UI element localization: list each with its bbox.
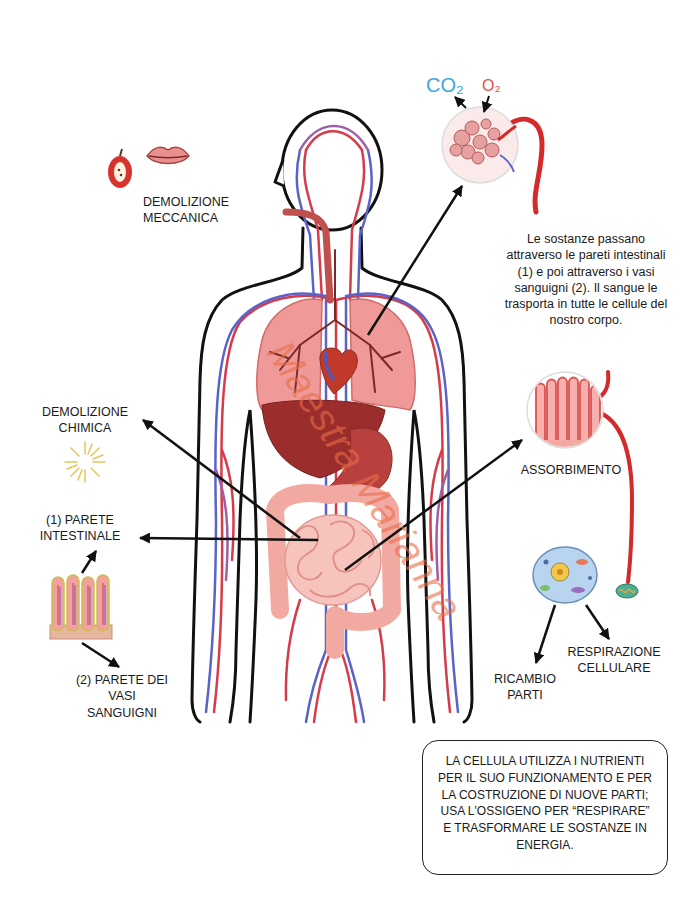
villi-zoom-part-part (558, 378, 567, 440)
villi-icon-part (60, 585, 105, 625)
sunburst-icon-part (67, 465, 77, 469)
apple-icon-part (120, 149, 122, 156)
mitochondrion-icon-part (616, 584, 638, 598)
lips-icon-part (149, 156, 187, 158)
alveoli-zoom-part-part (473, 135, 487, 149)
villi-zoom-part (598, 412, 632, 582)
apple-icon-part (108, 156, 132, 188)
sunburst-icon-part (88, 444, 92, 454)
note-text: Le sostanze passano attraverso le pareti… (502, 231, 670, 329)
sunburst-icon-part (84, 470, 86, 482)
mitochondrion-icon (616, 584, 638, 598)
watermark: Maestra Marianna (256, 331, 475, 630)
sunburst-icon-part (78, 470, 82, 480)
lungs-part (350, 299, 415, 410)
cell-icon-part (533, 547, 597, 603)
leader-arrow-part (586, 605, 609, 639)
stage-label: DEMOLIZIONE MECCANICA (143, 194, 248, 227)
alveoli-zoom-part-part (481, 119, 491, 129)
lungs-part-part (370, 345, 375, 392)
box-text: LA CELLULA UTILIZZA I NUTRIENTI PER IL S… (435, 753, 655, 854)
apple-icon-part (118, 169, 121, 172)
leader-arrow-part (484, 96, 489, 112)
leader-arrow-part (82, 643, 119, 667)
alveoli-zoom-part (498, 126, 516, 140)
lungs-part-part (382, 352, 400, 358)
info-box: LA CELLULA UTILIZZA I NUTRIENTI PER IL S… (422, 740, 668, 875)
villi-zoom-part-part (569, 378, 578, 440)
leader-arrow-part (536, 605, 555, 663)
leader-arrow-part (140, 538, 318, 540)
villi-zoom-part-part (547, 380, 556, 441)
villi-zoom-part (528, 378, 604, 452)
villi-zoom-part-part (580, 380, 589, 441)
cell-icon-part (544, 560, 549, 565)
cell-icon-part (557, 569, 563, 575)
gas-label: O₂ (482, 76, 512, 97)
sunburst-icon-part (91, 448, 99, 456)
sunburst-icon-part (93, 461, 105, 463)
apple-icon (108, 149, 132, 188)
esophagus (286, 212, 330, 300)
mitochondrion-icon-part (619, 590, 635, 593)
veins-part (358, 150, 372, 300)
part-label: (2) PARETE DEI VASI SANGUIGNI (72, 672, 172, 721)
body-silhouette-part (230, 410, 257, 722)
apple-icon-part (120, 174, 123, 177)
intestines-part-part (295, 526, 322, 580)
sunburst-icon-part (71, 468, 79, 476)
sunburst-icon-part (65, 461, 77, 463)
leader-arrow-part (455, 97, 466, 108)
alveoli-zoom-part (442, 107, 518, 183)
process-label: RICAMBIO PARTI (484, 671, 566, 704)
veins-part (300, 126, 368, 150)
villi-zoom-part-part (591, 386, 600, 441)
cell-icon-part (551, 563, 569, 581)
cell-icon-part (540, 585, 550, 591)
alveoli-zoom-part (450, 119, 500, 164)
cell-icon-part (576, 559, 588, 565)
apple-icon-part (114, 162, 126, 182)
lungs-part-part (334, 250, 336, 320)
intestines-part-part (310, 584, 370, 597)
head-part (275, 160, 284, 186)
sunburst-icon-part (91, 468, 99, 476)
intestines-part (295, 521, 374, 596)
sunburst-icon-part (71, 448, 79, 456)
process-label: RESPIRAZIONE CELLULARE (556, 644, 672, 677)
veins-part (297, 150, 314, 300)
sunburst-icon-part (93, 455, 103, 459)
leader-arrow-part (143, 420, 300, 538)
part-label: (1) PARETE INTESTINALE (30, 512, 130, 545)
veins-part (216, 470, 228, 580)
stage-label: ASSORBIMENTO (515, 462, 627, 478)
sunburst-icon (65, 442, 105, 482)
leader-arrow-part (82, 551, 96, 573)
arteries-part (286, 600, 300, 700)
villi-icon-part (58, 583, 103, 625)
lips-icon-part (147, 147, 189, 163)
cell-icon (533, 547, 597, 603)
intestines-part-part (330, 521, 362, 571)
cell-icon-part (588, 576, 592, 580)
gas-label: CO₂ (426, 72, 472, 98)
villi-icon (50, 575, 112, 639)
leader-arrow (82, 96, 609, 667)
villi-zoom-part (527, 372, 603, 448)
cell-icon-part (571, 587, 585, 593)
stage-label: DEMOLIZIONE CHIMICA (30, 404, 140, 437)
alveoli-zoom-part-part (485, 143, 499, 157)
villi-zoom-part-part (536, 384, 545, 441)
body-silhouette-part (192, 228, 303, 722)
alveoli-zoom-part-part (465, 121, 479, 135)
sunburst-icon-part (84, 442, 86, 454)
leader-arrow-part (368, 186, 462, 335)
alveoli-zoom-part-part (450, 144, 462, 156)
alveoli-zoom-part-part (472, 152, 484, 164)
alveoli-zoom-part (500, 155, 514, 172)
villi-zoom-part-part (528, 438, 604, 452)
lips-icon (147, 147, 189, 163)
